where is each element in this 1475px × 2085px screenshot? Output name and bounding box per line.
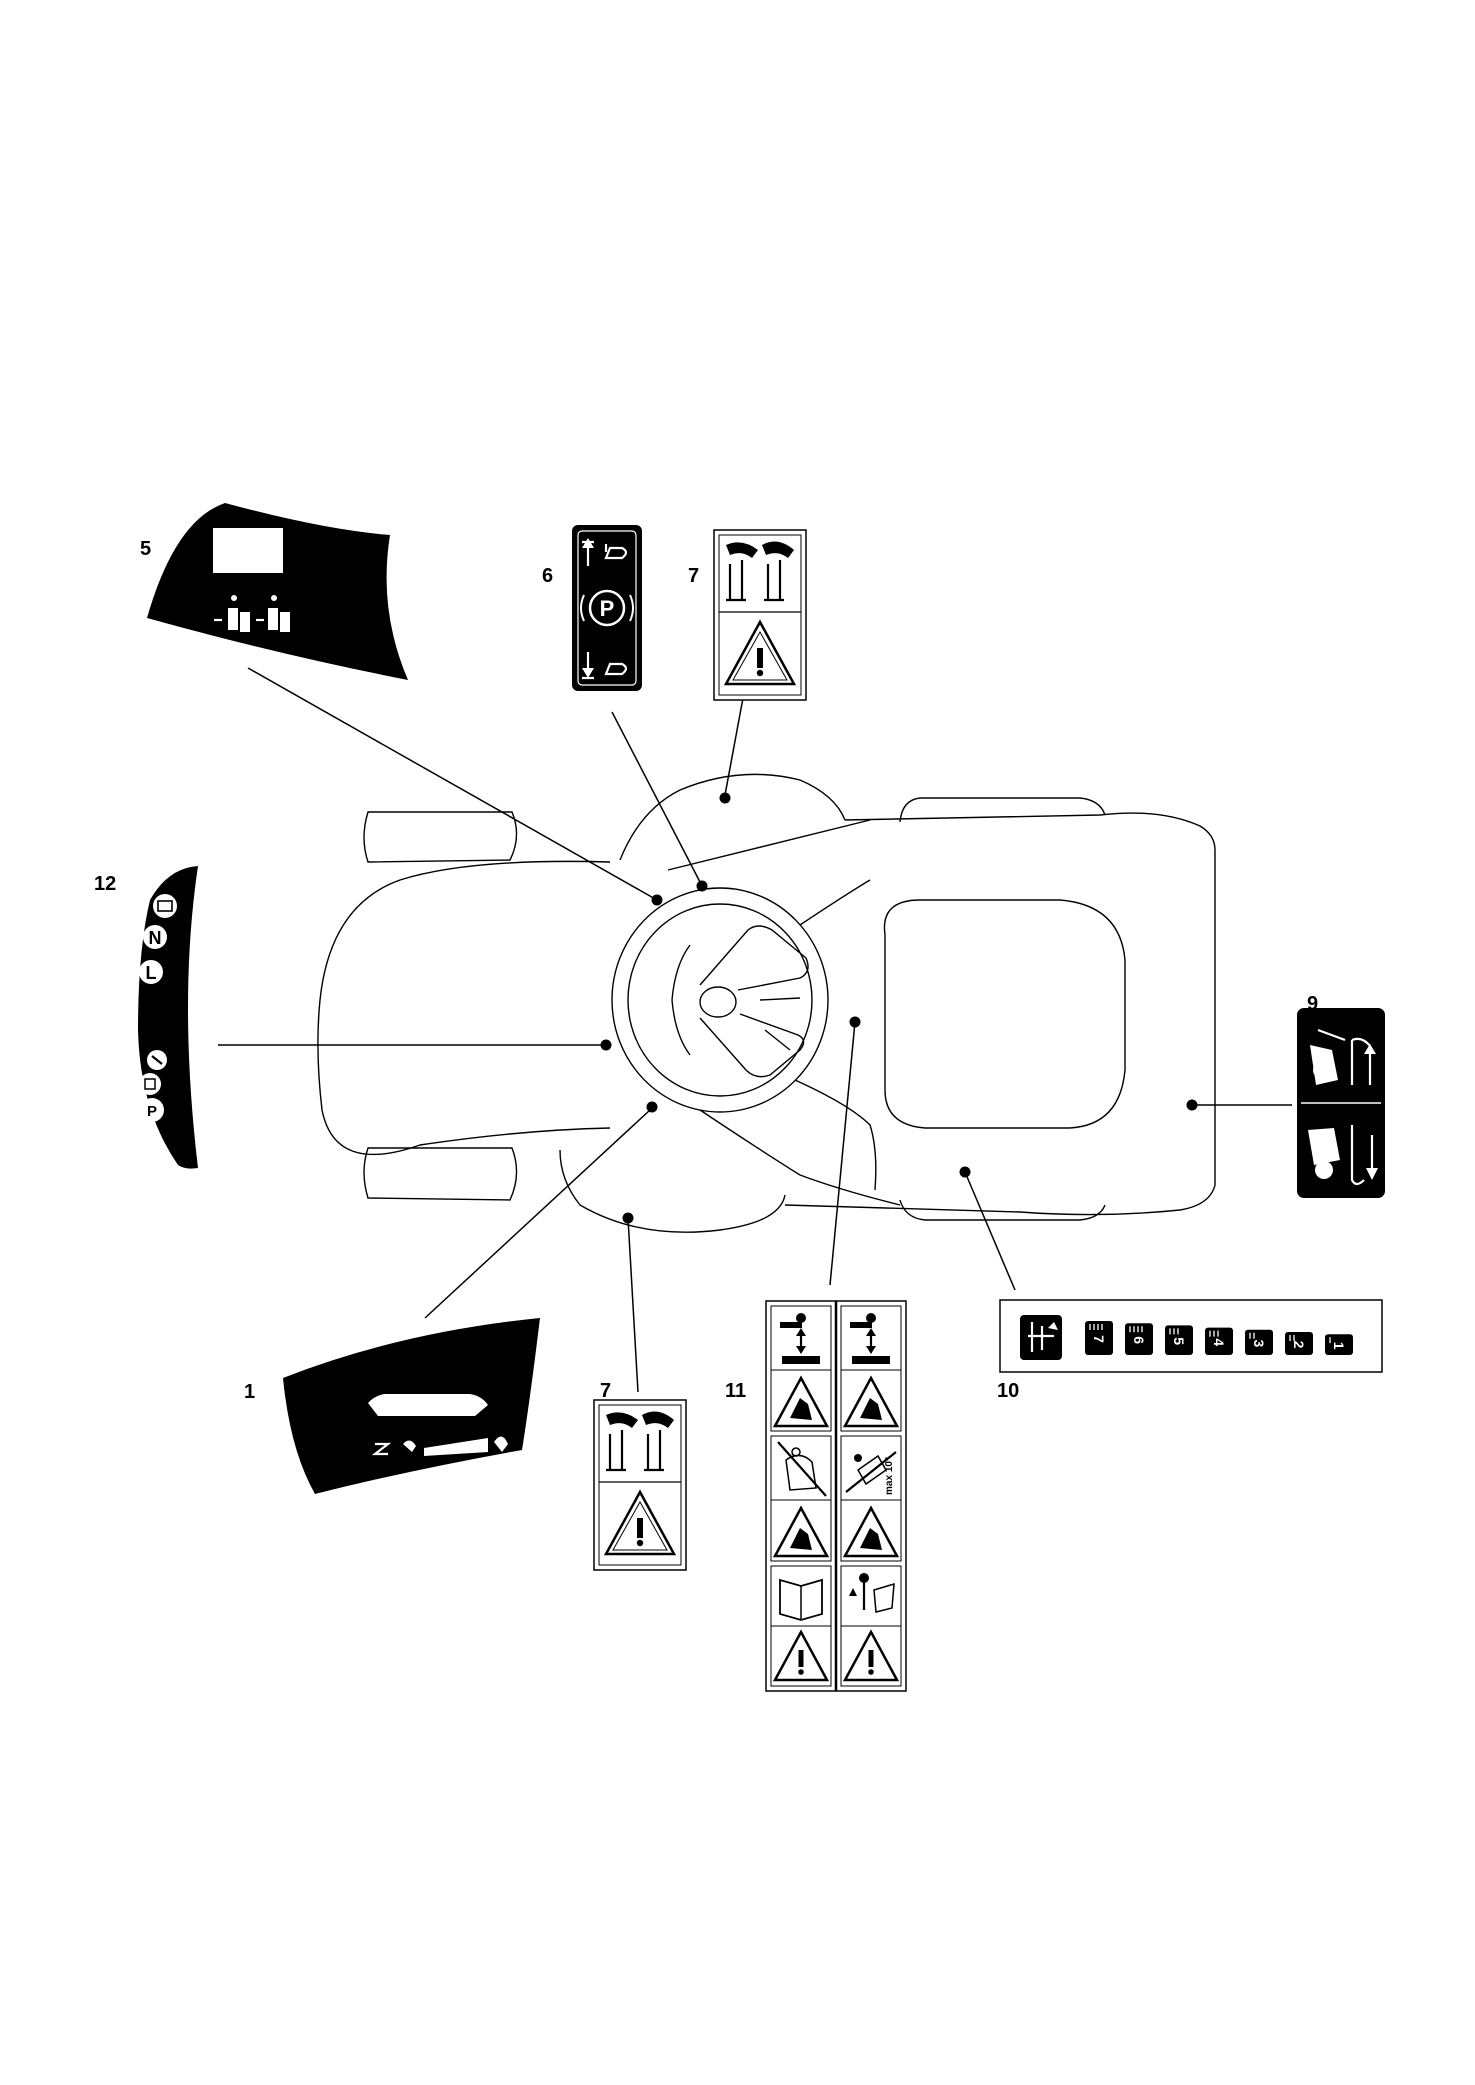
tractor-outline <box>317 773 1216 1233</box>
blade-hazard-icon <box>772 1375 900 1428</box>
gear-label-1: 1 <box>1331 1342 1347 1350</box>
gear-position-icon: P <box>139 1050 167 1122</box>
callout-11: 11 <box>725 1380 746 1402</box>
lever-down-arrow-icon <box>582 652 628 680</box>
leader-dots <box>600 792 1198 1224</box>
no-passenger-icon <box>777 1441 827 1497</box>
callout-1: 1 <box>244 1381 255 1403</box>
decal-12: N L P <box>138 866 198 1169</box>
steering-wheel-outer <box>611 887 829 1113</box>
parking-brake-icon: P <box>580 589 634 627</box>
decal-7-bottom <box>593 1399 687 1571</box>
light-letter: L <box>146 963 157 983</box>
gear-box-4: 4 <box>1205 1327 1233 1355</box>
gear-box-2: 2 <box>1285 1332 1313 1355</box>
rear-wheel-right <box>899 1199 1106 1221</box>
height-adjust-icon <box>1020 1315 1062 1360</box>
cutting-height-scale-icon <box>371 1436 508 1456</box>
callout-5: 5 <box>140 538 151 560</box>
blade-hazard-icon <box>606 1411 674 1472</box>
gear-box-6: 6 <box>1125 1323 1153 1355</box>
rear-wheel-left <box>899 797 1106 823</box>
steering-wheel-inner <box>627 903 813 1097</box>
gear-box-7: 7 <box>1085 1321 1113 1355</box>
callout-7-bottom: 7 <box>600 1380 611 1402</box>
callout-numbers: 5 6 7 12 9 1 7 11 10 <box>94 538 1318 1403</box>
callout-6: 6 <box>542 565 553 587</box>
front-wheel-right <box>363 1147 518 1201</box>
hood <box>317 860 611 1156</box>
warning-triangle-icon <box>772 1629 900 1682</box>
gear-box-3: 3 <box>1245 1329 1273 1355</box>
lever-stick-icon <box>849 1573 895 1613</box>
decal-6: P <box>572 525 642 691</box>
svg-text:P: P <box>600 596 615 621</box>
front-wheel-left <box>363 811 518 863</box>
blade-hazard-icon <box>726 541 794 602</box>
callout-12: 12 <box>94 873 116 895</box>
cutting-height-icon <box>214 595 290 632</box>
callout-7-top: 7 <box>688 565 699 587</box>
lift-up-icon <box>1310 1028 1376 1085</box>
gear-label-3: 3 <box>1251 1340 1267 1348</box>
gear-label-7: 7 <box>1091 1335 1107 1343</box>
callout-10: 10 <box>997 1380 1019 1402</box>
gear-box-1: 1 <box>1325 1334 1353 1355</box>
warning-triangle-icon <box>723 619 797 686</box>
decal-1 <box>283 1318 540 1494</box>
warning-triangle-icon <box>603 1489 677 1556</box>
body <box>784 812 1216 1216</box>
decal-5 <box>147 503 408 680</box>
blade-hazard-icon <box>772 1505 900 1558</box>
gear-box-5: 5 <box>1165 1325 1193 1355</box>
rear-fender-right <box>559 1149 786 1233</box>
gear-label-6: 6 <box>1131 1336 1147 1344</box>
neutral-letter: N <box>149 928 162 948</box>
lever-up-arrow-icon <box>582 538 628 566</box>
decal-7-top <box>713 529 807 701</box>
decal-9 <box>1297 1008 1385 1198</box>
battery-icon <box>153 894 177 918</box>
manual-book-icon <box>779 1578 823 1621</box>
bystander-icon <box>780 1313 890 1364</box>
gear-boxes: 7 6 5 4 3 2 1 <box>1085 1321 1353 1355</box>
lift-down-icon <box>1308 1125 1378 1186</box>
gear-label-2: 2 <box>1291 1341 1307 1349</box>
callout-9: 9 <box>1307 993 1318 1015</box>
gear-label-4: 4 <box>1211 1338 1227 1346</box>
decal-10: 7 6 5 4 3 2 1 <box>999 1299 1383 1373</box>
seat <box>883 899 1126 1129</box>
leader-lines <box>218 667 1292 1393</box>
gear-label-5: 5 <box>1171 1337 1187 1345</box>
slope-warning-icon: max 10° <box>845 1451 897 1495</box>
decal-11: max 10° <box>765 1300 907 1692</box>
svg-text:P: P <box>147 1103 157 1120</box>
rear-fender-left <box>619 773 846 861</box>
max-slope-label: max 10° <box>884 1457 895 1495</box>
